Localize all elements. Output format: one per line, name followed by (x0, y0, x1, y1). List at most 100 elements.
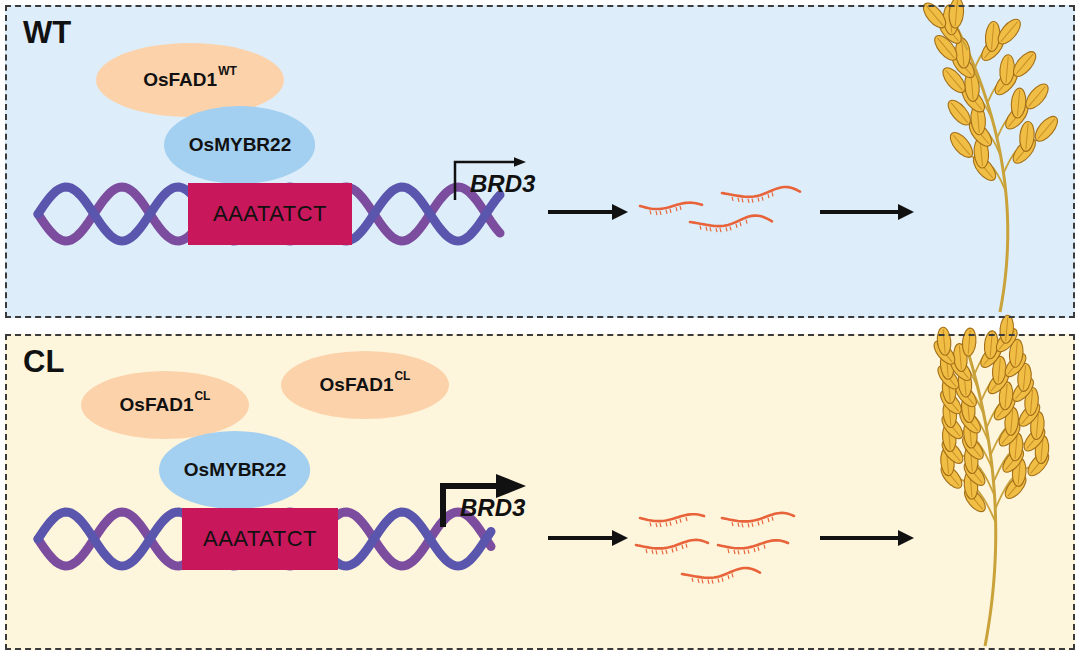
mrna-tick (738, 198, 739, 202)
mrna-tick (646, 549, 647, 553)
ellipse-outline (281, 351, 449, 419)
mrna-tick (736, 224, 737, 228)
mrna-tick (758, 198, 759, 202)
mrna-tick (732, 522, 733, 526)
mrna-tick (670, 522, 671, 526)
protein-ellipse: OsFAD1WT (95, 42, 285, 118)
panel-heading: WT (23, 15, 71, 51)
mrna (722, 513, 794, 521)
motif-sequence: AAATATCT (213, 201, 327, 227)
mrna-tick (748, 199, 749, 203)
mrna-tick (676, 207, 677, 211)
mrna-tick (744, 550, 745, 554)
mrna-tick (748, 550, 749, 554)
mrna-tick (742, 523, 743, 527)
condition-panel: CLOsFAD1CLOsFAD1CLOsMYBR22AAATATCT (5, 334, 1075, 650)
flow-arrow (548, 210, 620, 214)
mrna-tick (762, 520, 763, 524)
protein-ellipse: OsFAD1CL (280, 350, 450, 420)
mrna-tick (666, 210, 667, 214)
mrna-tick (672, 549, 673, 553)
mrna-tick (722, 578, 723, 582)
rice-grain (1019, 121, 1036, 152)
rice-grain (1010, 48, 1040, 80)
protein-name: OsMYBR22 (184, 459, 286, 481)
promoter-motif-box: AAATATCT (182, 508, 338, 570)
mrna-tick (738, 550, 739, 554)
mrna-tick (772, 192, 773, 196)
flow-arrow (820, 536, 906, 540)
rice-grain (961, 328, 977, 357)
gene-name: BRD3 (460, 494, 525, 522)
mrna-tick (708, 580, 709, 584)
mrna-tick (752, 199, 753, 203)
mrna-tick (650, 522, 651, 526)
mrna-tick (686, 544, 687, 548)
mrna-tick (666, 550, 667, 554)
mrna-tick (768, 194, 769, 198)
flow-arrow (548, 536, 620, 540)
mrna-tick (720, 228, 721, 232)
mrna-tick (660, 523, 661, 527)
mrna (718, 540, 788, 548)
mrna-tick (772, 517, 773, 521)
condition-panel: WTOsFAD1WTOsMYBR22AAATATCT (5, 5, 1075, 318)
ellipse-outline (159, 431, 310, 509)
mrna (636, 540, 708, 548)
mrna-tick (748, 523, 749, 527)
mrna-tick (768, 518, 769, 522)
panel-ground (5, 5, 1075, 318)
rice-grain (999, 54, 1016, 85)
allele-superscript: WT (218, 64, 237, 78)
mrna-tick (670, 209, 671, 213)
mrna (682, 568, 760, 578)
rice-grain (1010, 88, 1027, 119)
mrna-tick (702, 579, 703, 583)
mrna-tick (758, 547, 759, 551)
mrna-tick (764, 545, 765, 549)
mrna-tick (742, 198, 743, 202)
rice-grain (999, 315, 1015, 344)
mrna-tick (716, 228, 717, 232)
mrna-tick (726, 227, 727, 231)
mrna-tick (752, 523, 753, 527)
rice-grain (1031, 113, 1061, 145)
mrna-tick (732, 197, 733, 201)
protein-ellipse: OsMYBR22 (163, 105, 316, 185)
mrna-tick (728, 549, 729, 553)
mrna (640, 514, 704, 521)
protein-ellipse: OsMYBR22 (158, 430, 311, 510)
mrna-tick (660, 211, 661, 215)
mrna-tick (666, 522, 667, 526)
motif-sequence: AAATATCT (203, 526, 317, 552)
mrna-tick (656, 523, 657, 527)
rice-grain (1022, 80, 1052, 112)
rice-grain (994, 16, 1024, 48)
mrna-tick (698, 579, 699, 583)
mrna-tick (740, 222, 741, 226)
protein-label: OsFAD1CL (280, 350, 450, 420)
protein-label: OsMYBR22 (158, 430, 311, 510)
mrna-tick (680, 206, 681, 210)
mrna-tick (728, 575, 729, 579)
mrna-tick (732, 573, 733, 577)
protein-label: OsFAD1CL (80, 370, 250, 440)
protein-name: OsFAD1 (143, 69, 217, 91)
mrna-tick (718, 579, 719, 583)
mrna-tick (754, 548, 755, 552)
rice-grain (936, 327, 952, 356)
protein-label: OsMYBR22 (163, 105, 316, 185)
protein-name: OsFAD1 (320, 374, 394, 396)
mrna-tick (676, 520, 677, 524)
mrna (722, 187, 800, 197)
mrna-tick (682, 545, 683, 549)
promoter-motif-box: AAATATCT (188, 183, 352, 245)
gene-name: BRD3 (470, 170, 535, 198)
ellipse-outline (164, 106, 315, 184)
allele-superscript: CL (394, 369, 410, 383)
mrna-tick (650, 210, 651, 214)
mrna-tick (700, 226, 701, 230)
protein-name: OsMYBR22 (189, 134, 291, 156)
mrna-tick (746, 220, 747, 224)
